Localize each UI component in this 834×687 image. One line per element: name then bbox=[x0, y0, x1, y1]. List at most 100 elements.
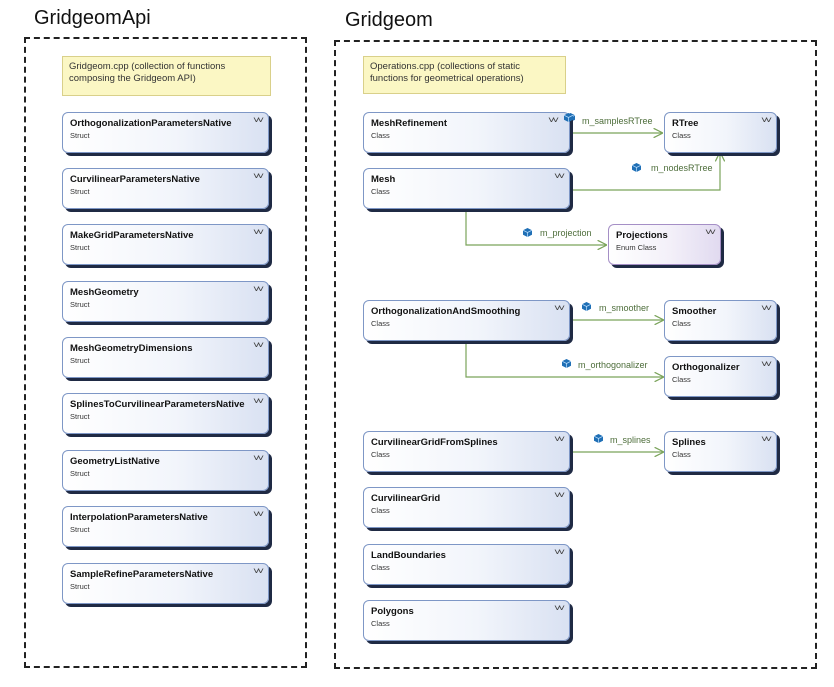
edge-nodes-rtree bbox=[571, 153, 720, 191]
panel-title-gridgeomapi: GridgeomApi bbox=[34, 7, 151, 29]
class-mesh-refinement[interactable]: MeshRefinement Class ˅˅ bbox=[363, 112, 570, 153]
double-chevron-down-icon[interactable]: ˅˅ bbox=[554, 434, 566, 444]
struct-curvilinear-parameters-native[interactable]: CurvilinearParametersNative Struct ˅˅ bbox=[62, 168, 269, 209]
gridgeomapi-note: Gridgeom.cpp (collection of functions co… bbox=[62, 56, 271, 96]
double-chevron-down-icon[interactable]: ˅˅ bbox=[253, 566, 265, 576]
class-name: OrthogonalizationAndSmoothing bbox=[371, 306, 521, 317]
field-cube-icon bbox=[523, 228, 532, 237]
edge-label-smoother: m_smoother bbox=[599, 303, 650, 313]
class-name: CurvilinearGridFromSplines bbox=[371, 437, 498, 448]
double-chevron-down-icon[interactable]: ˅˅ bbox=[253, 453, 265, 463]
class-name: Mesh bbox=[371, 174, 396, 185]
class-kind: Class bbox=[371, 131, 390, 140]
class-name: Polygons bbox=[371, 606, 414, 617]
double-chevron-down-icon[interactable]: ˅˅ bbox=[761, 434, 773, 444]
struct-name: OrthogonalizationParametersNative bbox=[70, 118, 232, 129]
edge-label-splines: m_splines bbox=[610, 435, 651, 445]
struct-mesh-geometry-dimensions[interactable]: MeshGeometryDimensions Struct ˅˅ bbox=[62, 337, 269, 378]
field-cube-icon bbox=[632, 163, 641, 172]
struct-kind: Struct bbox=[70, 131, 90, 140]
class-name: Smoother bbox=[672, 306, 717, 317]
struct-orthogonalization-parameters-native[interactable]: OrthogonalizationParametersNative Struct… bbox=[62, 112, 269, 153]
double-chevron-down-icon[interactable]: ˅˅ bbox=[253, 171, 265, 181]
edge-projection bbox=[465, 210, 606, 245]
class-curvilinear-grid[interactable]: CurvilinearGrid Class ˅˅ bbox=[363, 487, 570, 528]
double-chevron-down-icon[interactable]: ˅˅ bbox=[554, 490, 566, 500]
edge-label-orthogonalizer: m_orthogonalizer bbox=[578, 360, 648, 370]
struct-name: SplinesToCurvilinearParametersNative bbox=[70, 399, 245, 410]
gridgeomapi-frame bbox=[24, 37, 307, 668]
class-kind: Class bbox=[672, 131, 691, 140]
edge-label-samples-rtree: m_samplesRTree bbox=[582, 116, 653, 126]
class-smoother[interactable]: Smoother Class ˅˅ bbox=[664, 300, 777, 341]
double-chevron-down-icon[interactable]: ˅˅ bbox=[761, 303, 773, 313]
class-orthogonalization-and-smoothing[interactable]: OrthogonalizationAndSmoothing Class ˅˅ bbox=[363, 300, 570, 341]
class-kind: Enum Class bbox=[616, 243, 657, 252]
double-chevron-down-icon[interactable]: ˅˅ bbox=[253, 115, 265, 125]
double-chevron-down-icon[interactable]: ˅˅ bbox=[253, 284, 265, 294]
double-chevron-down-icon[interactable]: ˅˅ bbox=[554, 171, 566, 181]
struct-kind: Struct bbox=[70, 187, 90, 196]
class-kind: Class bbox=[371, 319, 390, 328]
double-chevron-down-icon[interactable]: ˅˅ bbox=[253, 396, 265, 406]
struct-name: InterpolationParametersNative bbox=[70, 512, 208, 523]
double-chevron-down-icon[interactable]: ˅˅ bbox=[761, 115, 773, 125]
struct-interpolation-parameters-native[interactable]: InterpolationParametersNative Struct ˅˅ bbox=[62, 506, 269, 547]
class-land-boundaries[interactable]: LandBoundaries Class ˅˅ bbox=[363, 544, 570, 585]
struct-name: GeometryListNative bbox=[70, 456, 160, 467]
struct-name: MeshGeometry bbox=[70, 287, 139, 298]
struct-kind: Struct bbox=[70, 525, 90, 534]
class-name: LandBoundaries bbox=[371, 550, 446, 561]
class-kind: Class bbox=[371, 619, 390, 628]
struct-name: MakeGridParametersNative bbox=[70, 230, 194, 241]
class-name: Projections bbox=[616, 230, 668, 241]
struct-kind: Struct bbox=[70, 300, 90, 309]
class-splines[interactable]: Splines Class ˅˅ bbox=[664, 431, 777, 472]
double-chevron-down-icon[interactable]: ˅˅ bbox=[705, 227, 717, 237]
class-kind: Class bbox=[672, 375, 691, 384]
struct-name: MeshGeometryDimensions bbox=[70, 343, 193, 354]
struct-kind: Struct bbox=[70, 469, 90, 478]
class-orthogonalizer[interactable]: Orthogonalizer Class ˅˅ bbox=[664, 356, 777, 397]
double-chevron-down-icon[interactable]: ˅˅ bbox=[554, 547, 566, 557]
struct-kind: Struct bbox=[70, 356, 90, 365]
edge-label-projection: m_projection bbox=[540, 228, 592, 238]
struct-make-grid-parameters-native[interactable]: MakeGridParametersNative Struct ˅˅ bbox=[62, 224, 269, 265]
class-mesh[interactable]: Mesh Class ˅˅ bbox=[363, 168, 570, 209]
class-kind: Class bbox=[672, 450, 691, 459]
struct-name: SampleRefineParametersNative bbox=[70, 569, 214, 580]
gridgeom-frame bbox=[334, 40, 817, 669]
class-rtree[interactable]: RTree Class ˅˅ bbox=[664, 112, 777, 153]
double-chevron-down-icon[interactable]: ˅˅ bbox=[554, 603, 566, 613]
class-kind: Class bbox=[371, 506, 390, 515]
panel-title-gridgeom: Gridgeom bbox=[345, 9, 433, 31]
class-polygons[interactable]: Polygons Class ˅˅ bbox=[363, 600, 570, 641]
edge-label-nodes-rtree: m_nodesRTree bbox=[651, 163, 713, 173]
field-cube-icon bbox=[582, 302, 591, 311]
struct-name: CurvilinearParametersNative bbox=[70, 174, 200, 185]
class-name: RTree bbox=[672, 118, 699, 129]
double-chevron-down-icon[interactable]: ˅˅ bbox=[253, 509, 265, 519]
struct-sample-refine-parameters-native[interactable]: SampleRefineParametersNative Struct ˅˅ bbox=[62, 563, 269, 604]
field-cube-icon bbox=[594, 434, 603, 443]
double-chevron-down-icon[interactable]: ˅˅ bbox=[253, 340, 265, 350]
double-chevron-down-icon[interactable]: ˅˅ bbox=[554, 303, 566, 313]
class-curvilinear-grid-from-splines[interactable]: CurvilinearGridFromSplines Class ˅˅ bbox=[363, 431, 570, 472]
struct-kind: Struct bbox=[70, 412, 90, 421]
gridgeom-note: Operations.cpp (collections of static fu… bbox=[363, 56, 566, 94]
class-name: CurvilinearGrid bbox=[371, 493, 441, 504]
enum-class-projections[interactable]: Projections Enum Class ˅˅ bbox=[608, 224, 721, 265]
double-chevron-down-icon[interactable]: ˅˅ bbox=[761, 359, 773, 369]
struct-geometry-list-native[interactable]: GeometryListNative Struct ˅˅ bbox=[62, 450, 269, 491]
class-kind: Class bbox=[672, 319, 691, 328]
struct-kind: Struct bbox=[70, 243, 90, 252]
struct-splines-to-curvilinear-parameters-native[interactable]: SplinesToCurvilinearParametersNative Str… bbox=[62, 393, 269, 434]
edge-orthogonalizer bbox=[465, 341, 663, 377]
class-name: Splines bbox=[672, 437, 706, 448]
class-name: MeshRefinement bbox=[371, 118, 448, 129]
double-chevron-down-icon[interactable]: ˅˅ bbox=[253, 227, 265, 237]
field-cube-icon bbox=[564, 113, 573, 122]
struct-mesh-geometry[interactable]: MeshGeometry Struct ˅˅ bbox=[62, 281, 269, 322]
double-chevron-down-icon[interactable]: ˅˅ bbox=[548, 115, 560, 125]
